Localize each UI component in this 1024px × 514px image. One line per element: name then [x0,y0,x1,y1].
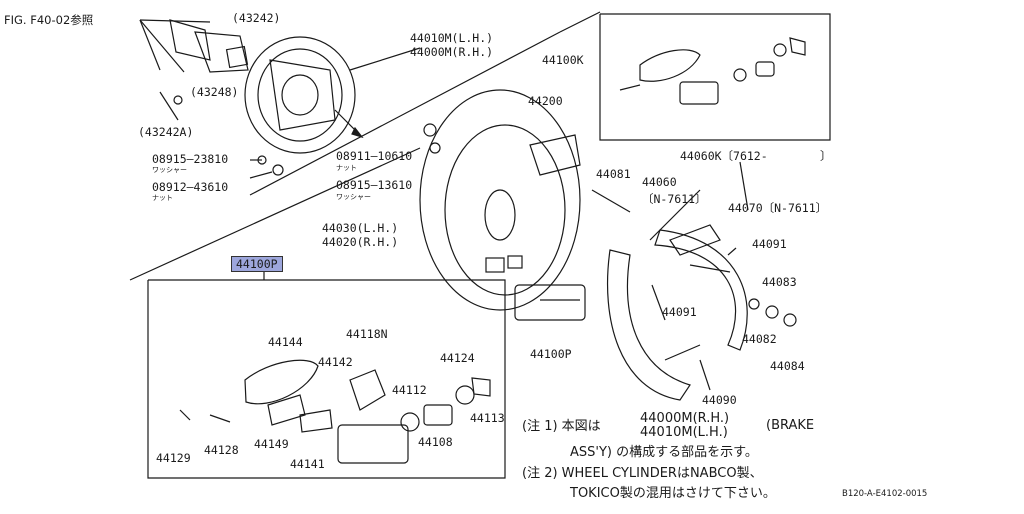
brake-shoe [654,229,748,351]
bracket-part [169,19,211,61]
part-label-44149: 44149 [254,437,289,451]
part-label-44060: 44060 [642,175,677,189]
part-label-44113: 44113 [470,411,505,425]
part-note-nut: ナット [152,194,173,202]
leader-line [139,19,161,71]
note-1-part-rh: 44000M(R.H.) [640,411,730,426]
part-label-43242a: (43242A) [138,125,194,139]
part-label-44091: 44091 [752,237,787,251]
washer-part [257,155,267,165]
spring-part [689,264,731,273]
part-label-44083: 44083 [762,275,797,289]
part-label-08911-10610: 08911—10610 [336,149,413,163]
part-label-44060k: 44060K〔7612- [680,149,768,163]
part-label-08915-23810: 08915—23810 [152,152,229,166]
part-label-44118n: 44118N [346,327,388,341]
part-label-44081: 44081 [596,167,631,181]
nut-part [429,142,441,154]
part-label-43248: (43248) [190,85,239,99]
part-label-44020-rh: 44020(R.H.) [322,235,399,249]
part-label-44060-range: 〔N-7611〕 [642,192,707,206]
part-note-nut: ナット [336,164,357,172]
part-label-44030-lh: 44030(L.H.) [322,221,399,235]
part-label-44141: 44141 [290,457,325,471]
part-label-08912-43610: 08912—43610 [152,180,229,194]
part-label-44100p-highlighted[interactable]: 44100P [231,256,283,272]
part-label-44128: 44128 [204,443,239,457]
cylinder-body [337,424,409,464]
part-label-44200: 44200 [528,94,563,108]
bolt-part [591,189,631,213]
part-label-44100k: 44100K [542,53,584,67]
part-note-washer: ワッシャー [336,193,371,201]
part-label-44090: 44090 [702,393,737,407]
part-label-44142: 44142 [318,355,353,369]
part-label-44070: 44070〔N-7611〕 [728,201,828,215]
part-label-44060k-close: 〕 [820,149,832,163]
backing-plate-left [244,36,356,154]
part-label-43242: (43242) [232,11,281,25]
note-1-brake: (BRAKE [766,418,815,433]
nut-part [272,164,284,176]
part-note-washer: ワッシャー [152,166,187,174]
cylinder-part [225,45,249,69]
wheel-cylinder [514,284,586,321]
leader-line [349,47,421,71]
part-label-44124: 44124 [440,351,475,365]
part-label-44084: 44084 [770,359,805,373]
part-label-44091: 44091 [662,305,697,319]
note-2-line1: (注 2) WHEEL CYLINDERはNABCO製、 [522,466,763,481]
figure-reference: FIG. F40-02参照 [4,13,94,27]
part-label-44100p: 44100P [530,347,572,361]
leader-line [139,19,185,73]
adjuster-part [529,134,581,176]
washer-part [423,123,437,137]
brake-shoe [607,249,691,401]
note-1-prefix: (注 1) 本図は [522,419,601,434]
backing-plate-center [419,89,581,311]
part-label-44082: 44082 [742,332,777,346]
boot-part [244,359,319,405]
plate-part [194,31,249,73]
part-label-44112: 44112 [392,383,427,397]
diagram-code: B120-A-E4102-0015 [842,489,928,499]
bolt-part [159,91,179,121]
part-label-44129: 44129 [156,451,191,465]
note-2-line2: TOKICO製の混用はさけて下さい。 [570,486,776,501]
part-label-44010m-lh: 44010M(L.H.) [410,31,494,45]
part-label-44108: 44108 [418,435,453,449]
part-label-44144: 44144 [268,335,303,349]
note-1-line2: ASS'Y) の構成する部品を示す。 [570,445,758,460]
part-label-08915-13610: 08915—13610 [336,178,413,192]
part-label-44000m-rh: 44000M(R.H.) [410,45,494,59]
note-1-part-lh: 44010M(L.H.) [640,425,728,440]
